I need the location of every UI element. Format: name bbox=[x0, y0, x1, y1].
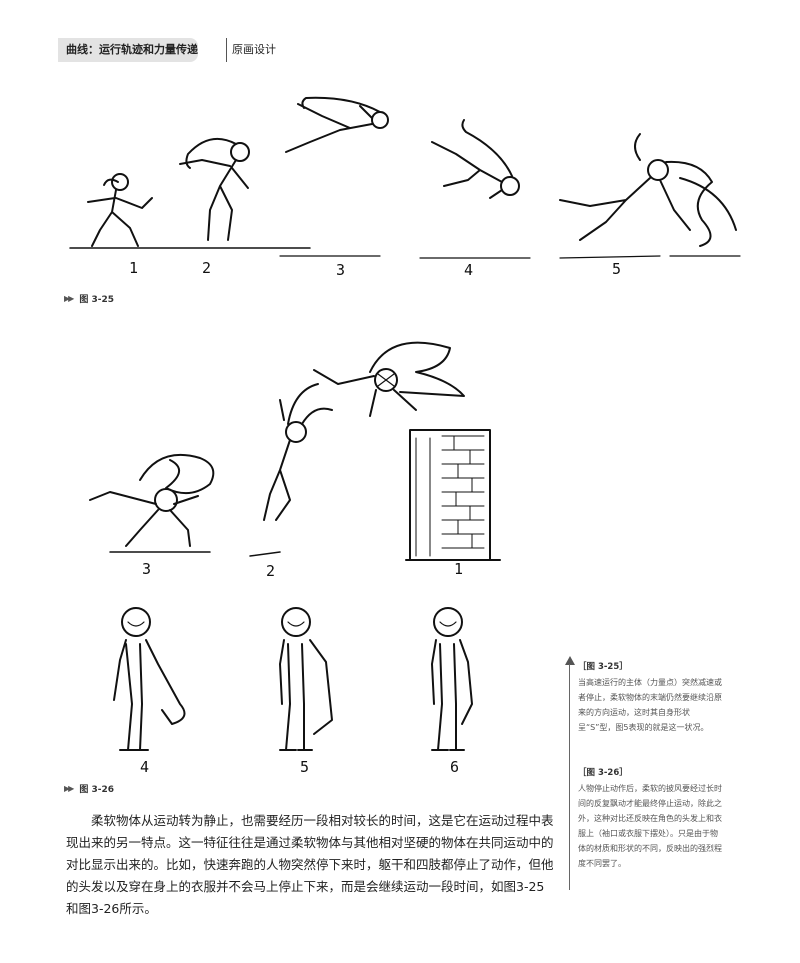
fig25-frame-2: 2 bbox=[202, 259, 212, 277]
fig26-frame-6: 6 bbox=[450, 758, 460, 776]
fig26-frame-2: 2 bbox=[266, 562, 276, 580]
chapter-tab: 曲线：运行轨迹和力量传递 bbox=[58, 38, 198, 62]
section-title: 原画设计 bbox=[232, 43, 276, 56]
fig26-frame-1: 1 bbox=[454, 560, 464, 578]
sidebar-divider bbox=[569, 664, 570, 890]
fig26-frame-4: 4 bbox=[140, 758, 150, 776]
header-divider bbox=[226, 38, 227, 62]
note-text: 人物停止动作后，柔软的披风要经过长时间的反复飘动才能最终停止运动，除此之外，这种… bbox=[578, 784, 722, 868]
fig25-frame-4: 4 bbox=[464, 261, 474, 279]
note-title: ［图 3-25］ bbox=[578, 662, 628, 672]
fig26-frame-3: 3 bbox=[142, 560, 152, 578]
figure-3-26-label: ▶▶ 图 3-26 bbox=[64, 784, 114, 795]
figure-3-25-illustration bbox=[60, 90, 750, 265]
note-text: 当高速运行的主体（力量点）突然减速或者停止，柔软物体的末端仍然要继续沿原来的方向… bbox=[578, 678, 722, 732]
note-fig-3-25: ［图 3-25］ 当高速运行的主体（力量点）突然减速或者停止，柔软物体的末端仍然… bbox=[578, 660, 722, 735]
figure-3-26-bottom-illustration bbox=[100, 600, 520, 760]
double-arrow-icon: ▶▶ bbox=[64, 294, 74, 303]
body-paragraph: 柔软物体从运动转为静止，也需要经历一段相对较长的时间，这是它在运动过程中表现出来… bbox=[66, 813, 554, 916]
fig25-frame-3: 3 bbox=[336, 261, 346, 279]
note-title: ［图 3-26］ bbox=[578, 768, 628, 778]
arrow-up-icon bbox=[565, 656, 575, 665]
double-arrow-icon: ▶▶ bbox=[64, 784, 74, 793]
chapter-title: 曲线：运行轨迹和力量传递 bbox=[66, 43, 198, 56]
note-fig-3-26: ［图 3-26］ 人物停止动作后，柔软的披风要经过长时间的反复飘动才能最终停止运… bbox=[578, 766, 722, 871]
fig26-frame-5: 5 bbox=[300, 758, 310, 776]
fig25-frame-5: 5 bbox=[612, 260, 622, 278]
figure-3-26-top-illustration bbox=[70, 320, 520, 565]
fig25-frame-1: 1 bbox=[129, 259, 139, 277]
figure-3-25-label: ▶▶ 图 3-25 bbox=[64, 294, 114, 305]
sidebar-notes: ［图 3-25］ 当高速运行的主体（力量点）突然减速或者停止，柔软物体的末端仍然… bbox=[560, 656, 722, 892]
